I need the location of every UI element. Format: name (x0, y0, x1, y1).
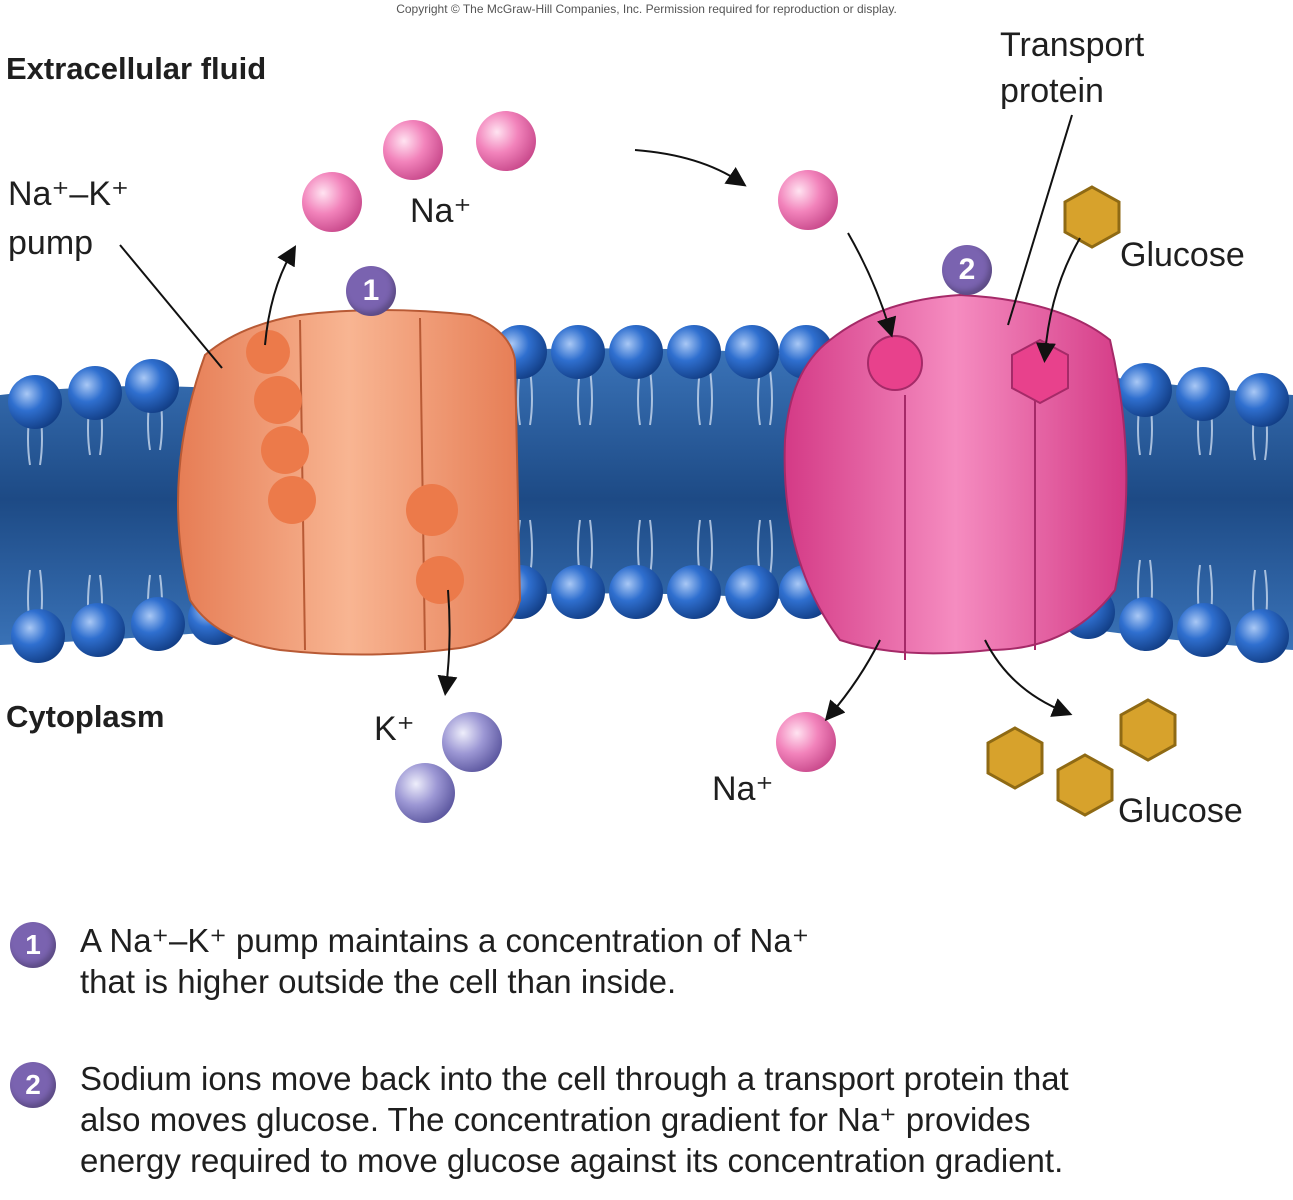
step-1-line: A Na⁺–K⁺ pump maintains a concentration … (80, 922, 810, 959)
copyright-notice: Copyright © The McGraw-Hill Companies, I… (396, 2, 897, 16)
na-top-label: Na⁺ (410, 192, 472, 230)
glucose-molecules (986, 185, 1177, 817)
k-label: K⁺ (374, 710, 415, 748)
k-ion (395, 763, 455, 823)
na-ion (476, 111, 536, 171)
transport-protein-label-line1: Transport (1000, 26, 1145, 64)
na-ion (302, 172, 362, 232)
glucose-top-label: Glucose (1120, 236, 1245, 274)
na-bottom-label: Na⁺ (712, 770, 774, 808)
step-1-caption-badge: 1 (10, 922, 56, 968)
glucose-molecule (1056, 753, 1114, 817)
step-2-badge: 2 (942, 245, 992, 295)
glucose-molecule (1119, 698, 1177, 762)
lipid-tails (27, 369, 1268, 631)
extracellular-fluid-label: Extracellular fluid (6, 51, 267, 86)
step-1-line: that is higher outside the cell than ins… (80, 963, 677, 1000)
transport-protein (783, 293, 1128, 660)
transport-protein-label-line2: protein (1000, 72, 1104, 110)
lipid-heads-bottom (11, 565, 1289, 663)
step-2-line: Sodium ions move back into the cell thro… (80, 1060, 1069, 1097)
na-k-pump (177, 309, 522, 656)
step-1-text: A Na⁺–K⁺ pump maintains a concentration … (80, 920, 809, 1002)
na-k-pump-label-line2: pump (8, 224, 94, 262)
step-2-line: energy required to move glucose against … (80, 1142, 1064, 1179)
na-ion (383, 120, 443, 180)
k-ion (442, 712, 502, 772)
k-ions (395, 712, 502, 823)
na-ions (302, 111, 838, 772)
step-2-caption-badge: 2 (10, 1062, 56, 1108)
glucose-molecule (986, 726, 1044, 790)
step-1-badge: 1 (346, 266, 396, 316)
na-k-pump-label-line1: Na⁺–K⁺ (8, 175, 129, 213)
step-2-line: also moves glucose. The concentration gr… (80, 1101, 1031, 1138)
glucose-molecule (1063, 185, 1121, 249)
cytoplasm-label: Cytoplasm (6, 699, 165, 734)
na-ion (776, 712, 836, 772)
na-ion (778, 170, 838, 230)
step-2-caption: 2 Sodium ions move back into the cell th… (6, 1058, 1293, 1188)
glucose-bottom-label: Glucose (1118, 792, 1243, 830)
step-2-text: Sodium ions move back into the cell thro… (80, 1058, 1069, 1181)
step-1-caption: 1 A Na⁺–K⁺ pump maintains a concentratio… (6, 920, 1293, 1010)
flow-arrows (119, 114, 1081, 722)
membrane-diagram (0, 111, 1293, 823)
